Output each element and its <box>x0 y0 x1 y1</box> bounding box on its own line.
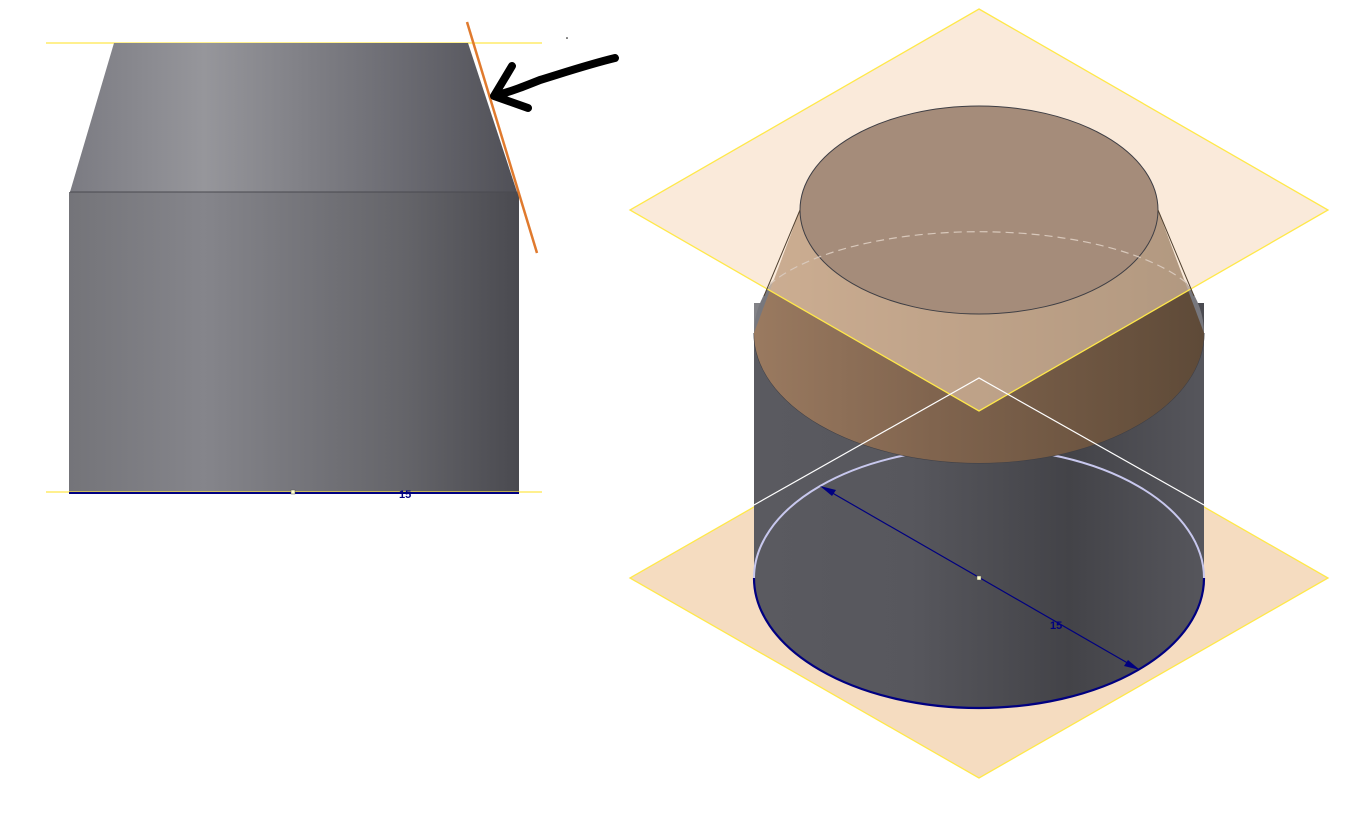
base-circle-lower-arc <box>752 577 1206 710</box>
hidden-shoulder-arc <box>768 231 1190 286</box>
center-point <box>290 489 296 495</box>
iso-view: 15 <box>628 8 1330 779</box>
top-face <box>799 105 1159 315</box>
iso-center-point <box>976 575 982 581</box>
dimension-arrow-end <box>1124 660 1140 670</box>
stray-dot <box>566 37 568 39</box>
taper-highlight-line <box>465 21 539 254</box>
cone-silhouette-right <box>1157 209 1195 297</box>
side-dimension-label: 15 <box>399 489 411 501</box>
tapered-section <box>70 43 517 192</box>
iso-dimension-label: 15 <box>1050 620 1062 632</box>
dimension-arrow-start <box>820 486 836 496</box>
cone-silhouette-left <box>763 209 801 297</box>
side-view: 15 <box>46 21 619 501</box>
hand-drawn-arrow-icon <box>490 54 619 112</box>
cylinder-body <box>69 192 519 493</box>
plane-reference-lines <box>753 377 1205 506</box>
